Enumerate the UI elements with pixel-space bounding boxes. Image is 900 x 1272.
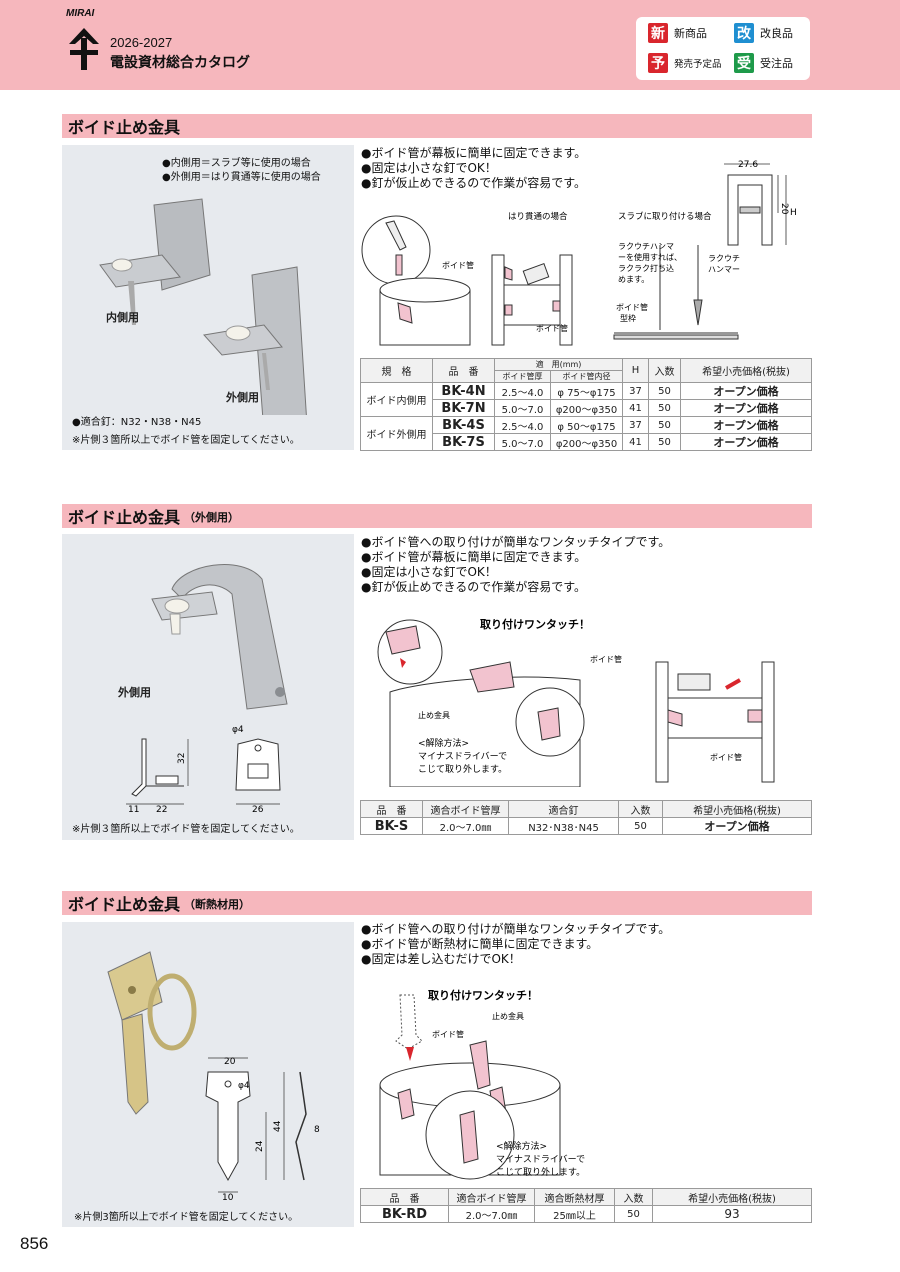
svg-text:H: H [790,208,797,218]
table-row: ボイド外側用 BK-4S 2.5〜4.0 φ 50〜φ175 37 50 オープ… [360,416,812,451]
svg-text:ボイド管: ボイド管 [710,752,742,762]
section1-installation-diagram: 27.6 20 H ボイド管 はり貫通の場合 ボイド管 スラブに取り付ける場合 … [361,160,797,346]
svg-text:26: 26 [252,805,264,814]
svg-text:取り付けワンタッチ！: 取り付けワンタッチ！ [428,988,538,1002]
svg-text:めます。: めます。 [618,275,649,284]
svg-text:44: 44 [273,1120,283,1132]
section3-installation-diagram: 取り付けワンタッチ！ 止め金具 ボイド管 <解除方法> マイナスドライバーで こ… [379,988,585,1180]
table-row: BK-7S 5.0〜7.0 φ200〜φ350 41 50 オープン価格 [361,433,812,451]
svg-text:φ4: φ4 [232,725,244,735]
section2-photo-panel: 外側用 32 11 22 φ4 26 ※片側３箇所以上でボイド管を固定してくださ… [62,534,354,840]
svg-text:<解除方法>: <解除方法> [418,737,469,749]
fix-note: ※片側３箇所以上でボイド管を固定してください。 [72,824,300,835]
section1-photo-panel: ●内側用＝スラブ等に使用の場合 ●外側用＝はり貫通等に使用の場合 内側用 外側用… [62,145,354,450]
section2-spec-table: 品 番 適合ボイド管厚 適合釘 入数 希望小売価格(税抜) BK-S 2.0〜7… [360,800,812,835]
section2-title: ボイド止め金具 [68,508,181,527]
new-badge-icon: 新 [648,23,668,43]
svg-text:マイナスドライバーで: マイナスドライバーで [496,1154,585,1165]
dimension-drawing: 20 φ4 44 24 8 10 [205,1057,320,1202]
svg-text:ラクウチ: ラクウチ [708,254,740,263]
svg-text:27.6: 27.6 [738,160,758,170]
svg-text:20: 20 [224,1057,236,1067]
svg-text:ーを使用すれば、: ーを使用すれば、 [618,252,682,262]
svg-text:ラクウチハンマ: ラクウチハンマ [618,242,674,251]
section2-title-bar: ボイド止め金具 （外側用） [62,504,812,528]
svg-text:ボイド管: ボイド管 [442,260,474,270]
svg-text:10: 10 [222,1193,234,1202]
section1-title-bar: ボイド止め金具 [62,114,812,138]
clip-photo-image [107,951,197,1115]
table-row: ボイド内側用 BK-4N 2.5〜4.0 φ 75〜φ175 37 50 オープ… [360,382,812,417]
legend-upcoming: 予 発売予定品 [648,53,722,73]
badge-legend: 新 新商品 改 改良品 予 発売予定品 受 受注品 [636,17,810,80]
svg-text:マイナスドライバーで: マイナスドライバーで [418,751,507,762]
fix-note: ※片側3箇所以上でボイド管を固定してください。 [74,1212,299,1223]
improved-badge-icon: 改 [734,23,754,43]
section2-subtitle: （外側用） [184,511,240,524]
fix-note: ※片側３箇所以上でボイド管を固定してください。 [72,435,300,446]
brand-wordmark: MIRAI [66,8,95,19]
catalog-year: 2026-2027 [110,35,173,50]
label-inner: 内側用 [106,311,139,324]
upcoming-badge-icon: 予 [648,53,668,73]
clip-photo-image [99,198,307,415]
clip-photo-image [151,564,288,710]
svg-text:ボイド管: ボイド管 [616,302,648,312]
table-row: BK-S 2.0〜7.0㎜ N32･N38･N45 50 オープン価格 [360,817,812,835]
svg-text:20: 20 [779,203,789,215]
svg-text:こじて取り外します。: こじて取り外します。 [496,1166,585,1178]
section3-title-bar: ボイド止め金具 （断熱材用） [62,891,812,915]
svg-text:はり貫通の場合: はり貫通の場合 [508,211,568,222]
svg-text:ボイド管: ボイド管 [590,654,622,664]
svg-text:ハンマー: ハンマー [708,265,740,274]
section1-title: ボイド止め金具 [68,118,181,137]
svg-text:型枠: 型枠 [620,313,636,323]
mirai-logo-icon [69,28,99,70]
page-header: MIRAI 2026-2027 電設資材総合カタログ 新 新商品 改 改良品 予… [0,0,900,90]
label-outer: 外側用 [226,391,259,404]
label-outer: 外側用 [118,686,151,699]
svg-text:24: 24 [255,1140,265,1152]
svg-text:取り付けワンタッチ！: 取り付けワンタッチ！ [480,617,590,631]
svg-text:11: 11 [128,805,139,814]
dimension-drawing: 32 11 22 φ4 26 [126,725,281,814]
svg-text:ボイド管: ボイド管 [432,1029,464,1039]
section2-features: ●ボイド管への取り付けが簡単なワンタッチタイプです。 ●ボイド管が幕板に簡単に固… [361,535,671,594]
svg-text:8: 8 [314,1125,320,1135]
section1-spec-table: 規 格 品 番 適 用(mm) H 入数 希望小売価格(税抜) ボイド管厚 ボイ… [360,358,812,451]
section3-title: ボイド止め金具 [68,895,181,914]
svg-text:32: 32 [177,753,187,764]
svg-text:スラブに取り付ける場合: スラブに取り付ける場合 [618,211,712,222]
table-row: BK-RD 2.0〜7.0㎜ 25㎜以上 50 93 [360,1205,812,1223]
section2-installation-diagram: 取り付けワンタッチ！ ボイド管 止め金具 <解除方法> マイナスドライバーで こ… [377,617,775,787]
table-row: BK-7N 5.0〜7.0 φ200〜φ350 41 50 オープン価格 [361,399,812,417]
svg-text:止め金具: 止め金具 [418,710,450,720]
order-badge-icon: 受 [734,53,754,73]
svg-text:こじて取り外します。: こじて取り外します。 [418,763,507,775]
nails-note: ●適合釘：N32・N38・N45 [72,417,202,428]
section3-spec-table: 品 番 適合ボイド管厚 適合断熱材厚 入数 希望小売価格(税抜) BK-RD 2… [360,1188,812,1223]
legend-new: 新 新商品 [648,23,707,43]
svg-text:φ4: φ4 [238,1081,250,1091]
section3-photo-panel: 20 φ4 44 24 8 10 ※片側3箇所以上でボイド管を固定してください。 [62,922,354,1227]
section3-subtitle: （断熱材用） [184,898,251,911]
section3-features: ●ボイド管への取り付けが簡単なワンタッチタイプです。 ●ボイド管が断熱材に簡単に… [361,922,671,966]
svg-text:ラクラク打ち込: ラクラク打ち込 [618,263,674,273]
catalog-title: 電設資材総合カタログ [110,55,250,71]
svg-text:止め金具: 止め金具 [492,1011,524,1021]
section1-features: ●ボイド管が幕板に簡単に固定できます。 ●固定は小さな釘でOK！ ●釘が仮止めで… [361,146,587,190]
legend-improved: 改 改良品 [734,23,793,43]
svg-text:ボイド管: ボイド管 [536,323,568,333]
svg-text:22: 22 [156,805,167,814]
svg-text:<解除方法>: <解除方法> [496,1140,547,1152]
legend-order: 受 受注品 [734,53,793,73]
page-number: 856 [20,1234,49,1253]
